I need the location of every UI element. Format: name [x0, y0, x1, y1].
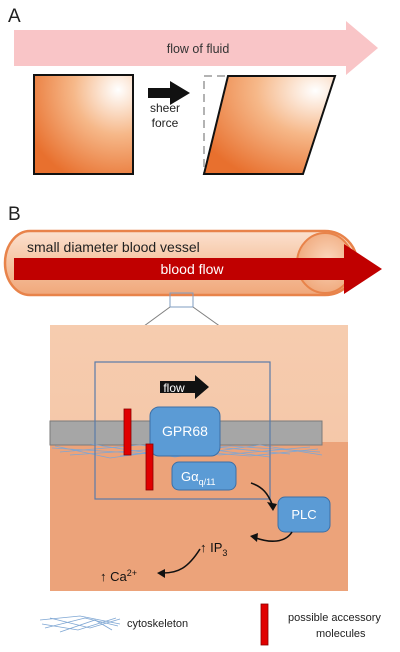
legend-cytoskeleton-swatch: [39, 615, 121, 633]
panel-a-label: A: [8, 6, 21, 27]
local-flow-label: flow: [163, 381, 185, 395]
fluid-flow-arrow: [14, 21, 378, 75]
sheared-block: [202, 75, 337, 175]
gpr68-receptor: [149, 406, 221, 457]
arrow-g-to-plc: [250, 482, 273, 505]
legend-accessory-swatch: [260, 603, 269, 646]
accessory-molecule-1: [123, 408, 132, 456]
g-alpha-main: Gα: [181, 469, 199, 484]
ip3-label: ↑ IP3: [200, 540, 227, 558]
vessel-label: small diameter blood vessel: [27, 239, 200, 255]
legend-accessory-label-line1: possible accessory: [288, 612, 381, 624]
arrow-plc-to-ip3-head: [250, 533, 258, 542]
zoom-inset-frame: [94, 361, 271, 500]
g-alpha-q11-protein: [171, 461, 237, 491]
arrow-g-to-plc-head: [267, 502, 277, 511]
legend-cytoskeleton-label: cytoskeleton: [127, 618, 188, 630]
shear-force-arrow: [148, 81, 190, 105]
calcium-main: ↑ Ca: [100, 569, 128, 584]
arrow-plc-to-ip3: [255, 531, 293, 542]
ip3-main: ↑ IP: [200, 540, 222, 555]
blood-flow-arrow: [14, 244, 382, 294]
fluid-flow-label: flow of fluid: [167, 42, 230, 56]
shear-force-label-line2: force: [152, 116, 179, 130]
g-alpha-q11-label: Gαq/11: [181, 469, 216, 487]
arrow-ip3-to-ca-head: [157, 569, 165, 578]
accessory-molecule-2: [145, 443, 154, 491]
arrow-ip3-to-ca: [162, 548, 201, 574]
plc-enzyme: [277, 496, 331, 533]
legend-accessory-label-line2: molecules: [316, 628, 366, 640]
shear-force-label-line1: sheer: [150, 101, 180, 115]
square-block: [33, 74, 134, 175]
ip3-subscript: 3: [222, 548, 227, 558]
calcium-superscript: 2+: [127, 568, 137, 578]
blood-flow-label: blood flow: [160, 261, 224, 277]
gpr68-label: GPR68: [162, 423, 208, 439]
zoom-region-box: [169, 292, 194, 308]
plc-label: PLC: [291, 507, 316, 522]
g-alpha-subscript: q/11: [199, 477, 216, 487]
calcium-label: ↑ Ca2+: [100, 568, 137, 584]
local-flow-arrow: [160, 375, 209, 399]
panel-b-label: B: [8, 204, 21, 225]
